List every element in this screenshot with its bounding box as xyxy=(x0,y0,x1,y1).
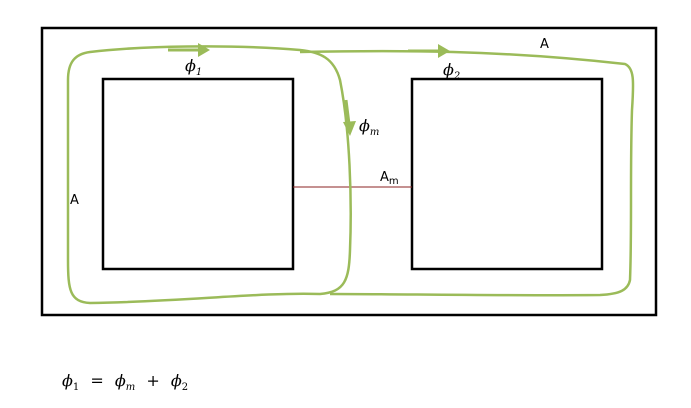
right-window xyxy=(410,77,604,271)
label-phim: ϕm xyxy=(359,116,379,138)
flux-path-phi2 xyxy=(299,49,635,297)
arrow-phim xyxy=(343,99,356,136)
flux-path-phi1 xyxy=(66,45,352,305)
label-a-top: A xyxy=(540,37,549,52)
flux-equation: ϕ1 = ϕm + ϕ2 xyxy=(62,371,188,394)
label-phi1: ϕ1 xyxy=(185,56,202,78)
label-phi2: ϕ2 xyxy=(443,60,460,82)
arrow-phi1 xyxy=(168,43,210,57)
label-am: Am xyxy=(380,170,399,187)
core-outer-frame xyxy=(40,26,658,317)
arrow-phi2 xyxy=(408,44,450,58)
label-a-left: A xyxy=(70,193,79,208)
left-window xyxy=(101,77,295,271)
